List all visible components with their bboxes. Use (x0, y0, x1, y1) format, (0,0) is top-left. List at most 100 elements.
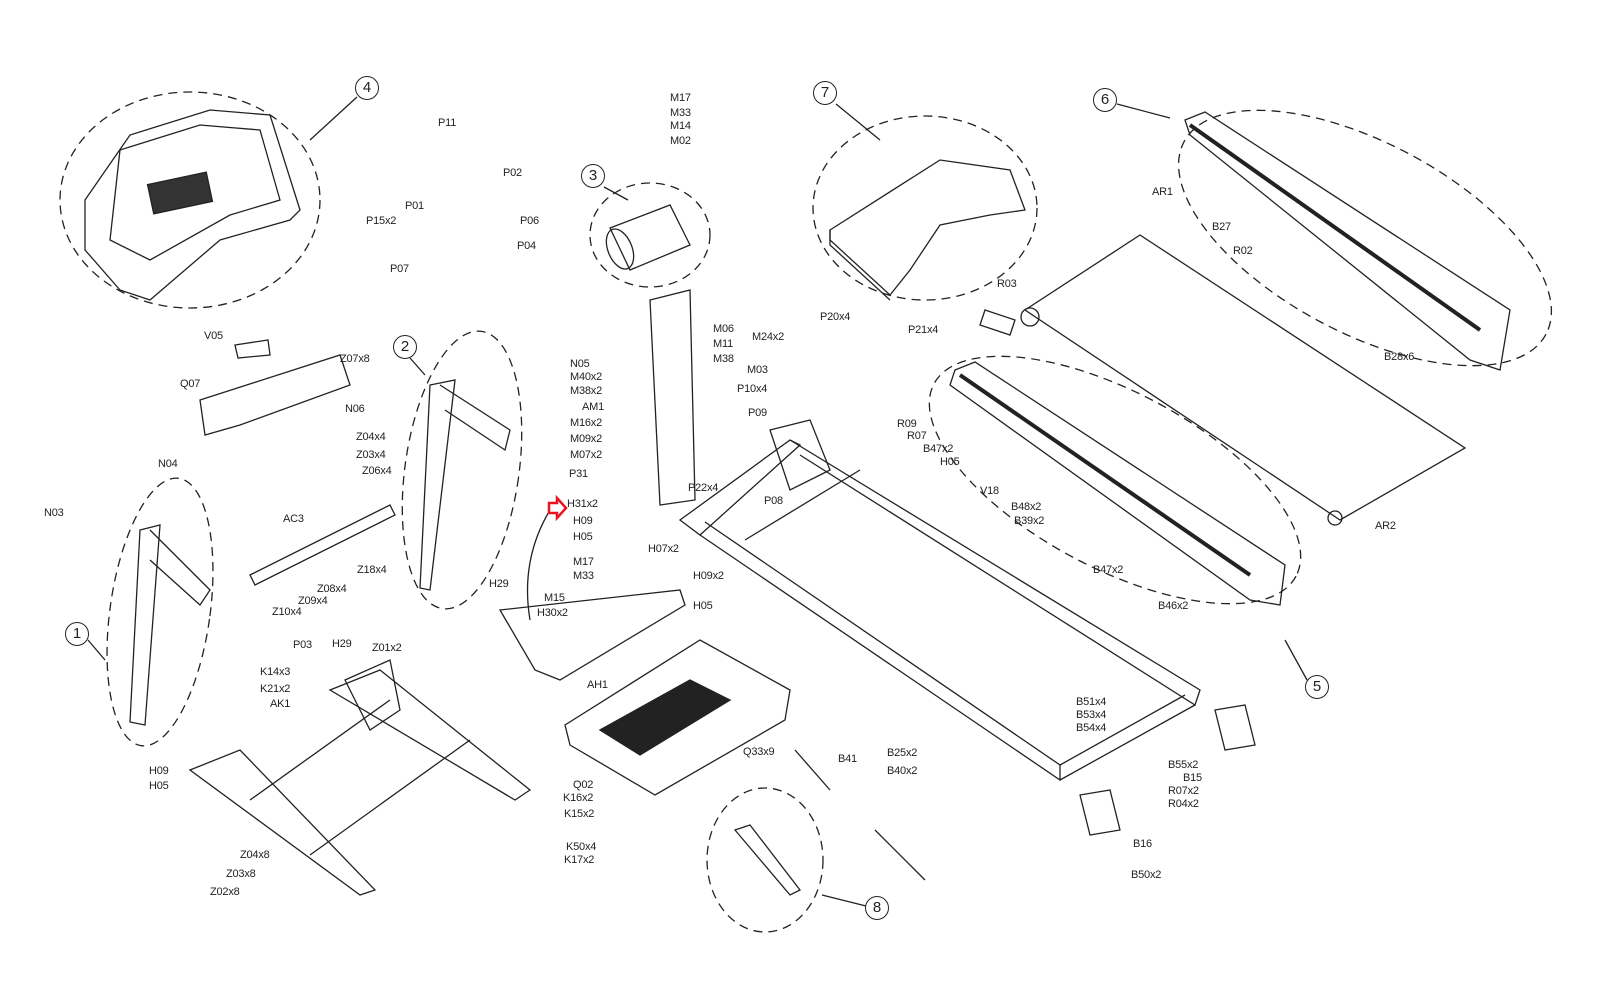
callout-5: 5 (1305, 675, 1329, 699)
part-label: B15 (1183, 772, 1202, 784)
part-label: M09x2 (570, 433, 603, 445)
upright-parts (129, 339, 511, 726)
incline-parts (733, 704, 1256, 896)
part-label: K15x2 (564, 808, 595, 820)
part-label: P02 (503, 167, 522, 179)
part-label: N03 (44, 507, 64, 519)
part-label: M33 (573, 570, 594, 582)
part-label: Z10x4 (272, 606, 302, 618)
part-label: B39x2 (1014, 515, 1045, 527)
part-label: M38x2 (570, 385, 603, 397)
part-label: P09 (748, 407, 767, 419)
part-label: B51x4 (1076, 696, 1107, 708)
part-label: B27 (1212, 221, 1231, 233)
part-label: M14 (670, 120, 691, 132)
part-label: R07x2 (1168, 785, 1199, 797)
part-label: M33 (670, 107, 691, 119)
part-label: Z04x8 (240, 849, 270, 861)
group-4-outline (59, 91, 321, 309)
part-label: P04 (517, 240, 536, 252)
part-label: M38 (713, 353, 734, 365)
group-6-outline (1177, 109, 1553, 367)
callout-1: 1 (65, 622, 89, 646)
part-label: AK1 (270, 698, 291, 710)
part-label: Z01x2 (372, 642, 402, 654)
part-label: M11 (713, 338, 733, 350)
part-label: R04x2 (1168, 798, 1199, 810)
part-label: K50x4 (566, 841, 597, 853)
callout-2: 2 (393, 335, 417, 359)
part-label: Z03x8 (226, 868, 256, 880)
group-7-outline (812, 115, 1038, 301)
part-label: Q02 (573, 779, 594, 791)
part-label: AR2 (1375, 520, 1396, 532)
part-label: R02 (1233, 245, 1253, 257)
part-label: P11 (438, 117, 457, 129)
part-label: P07 (390, 263, 409, 275)
callout-leaders (87, 96, 1308, 907)
part-label: Z09x4 (298, 595, 328, 607)
part-label: B25x2 (887, 747, 918, 759)
part-label: P08 (764, 495, 783, 507)
part-label: H07x2 (648, 543, 679, 555)
part-label: P22x4 (688, 482, 719, 494)
part-label: B54x4 (1076, 722, 1107, 734)
part-label: Q33x9 (743, 746, 775, 758)
motor-tray-part (564, 639, 791, 796)
group-3-outline (589, 182, 711, 288)
part-label: H29 (332, 638, 352, 650)
part-label: B16 (1133, 838, 1152, 850)
motor-part (605, 204, 691, 271)
part-label: V05 (204, 330, 223, 342)
part-label: K21x2 (260, 683, 291, 695)
crossbar-parts (249, 289, 696, 681)
part-label: K16x2 (563, 792, 594, 804)
group-8-outline (706, 787, 824, 933)
part-label: R03 (997, 278, 1017, 290)
part-label: R09 (897, 418, 917, 430)
part-label: AH1 (587, 679, 608, 691)
callout-4: 4 (355, 76, 379, 100)
part-label: P15x2 (366, 215, 397, 227)
part-label: Z07x8 (340, 353, 370, 365)
group-5-outline (928, 355, 1302, 605)
part-label: B50x2 (1131, 869, 1162, 881)
main-frame-part (678, 419, 1201, 782)
part-label: N05 (570, 358, 590, 370)
part-label: Z02x8 (210, 886, 240, 898)
part-label: H09 (149, 765, 169, 777)
part-label: B47x2 (1093, 564, 1124, 576)
part-label: P20x4 (820, 311, 851, 323)
part-label: AR1 (1152, 186, 1173, 198)
part-label: H05 (573, 531, 593, 543)
part-label: P31 (569, 468, 588, 480)
part-label: B41 (838, 753, 857, 765)
part-label: H09 (573, 515, 593, 527)
motor-hood-part (829, 159, 1026, 301)
part-label: K14x3 (260, 666, 291, 678)
callout-6: 6 (1093, 88, 1117, 112)
part-label: H09x2 (693, 570, 724, 582)
part-label: P10x4 (737, 383, 768, 395)
part-label: M02 (670, 135, 691, 147)
part-label: AM1 (582, 401, 605, 413)
part-label: B28x6 (1384, 351, 1415, 363)
callout-3: 3 (581, 164, 605, 188)
base-frame-part (188, 659, 532, 896)
part-label: H05 (149, 780, 169, 792)
part-label: B48x2 (1011, 501, 1042, 513)
group-2-outline (401, 330, 523, 610)
part-label: Z08x4 (317, 583, 347, 595)
part-label: H30x2 (537, 607, 568, 619)
part-label: P21x4 (908, 324, 939, 336)
part-label: B40x2 (887, 765, 918, 777)
console-part (84, 109, 301, 301)
running-deck-part (979, 234, 1467, 526)
callout-8: 8 (865, 896, 889, 920)
part-label: K17x2 (564, 854, 595, 866)
part-label: R07 (907, 430, 927, 442)
part-label: M24x2 (752, 331, 785, 343)
part-label: B46x2 (1158, 600, 1189, 612)
